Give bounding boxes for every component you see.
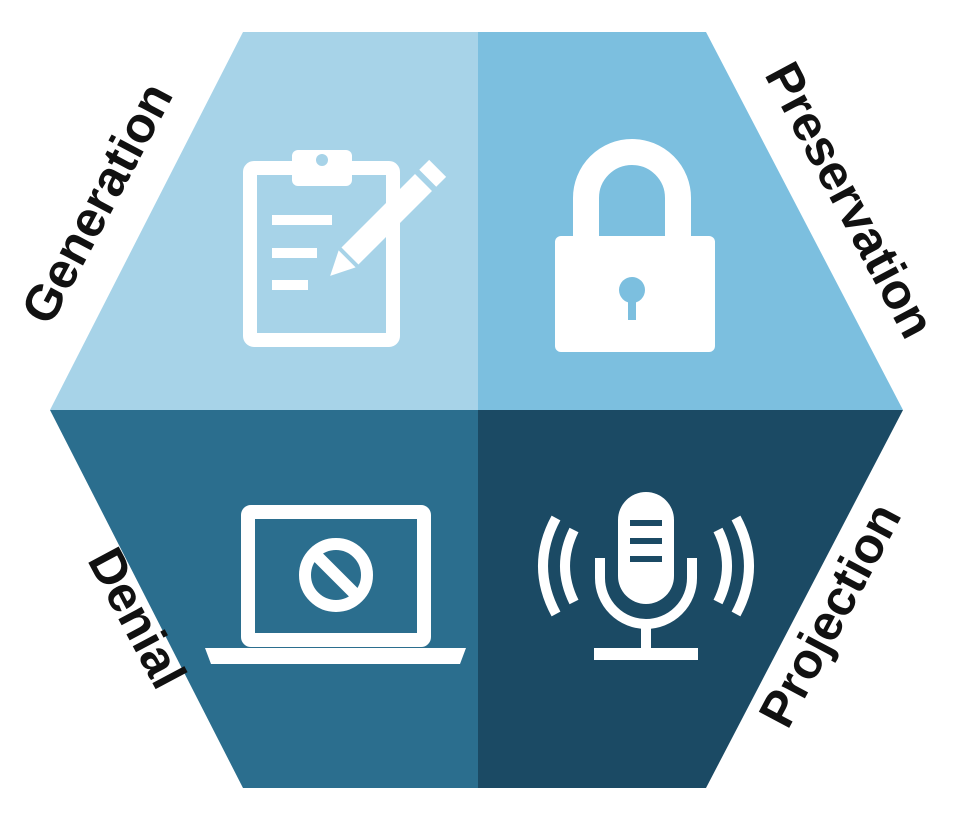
quadrant-denial	[50, 410, 478, 788]
laptop-blocked-icon	[205, 505, 466, 664]
padlock-icon	[555, 139, 715, 352]
microphone-broadcast-icon	[538, 492, 754, 660]
quadrant-generation	[50, 32, 478, 410]
clipboard-pencil-icon	[243, 150, 447, 347]
